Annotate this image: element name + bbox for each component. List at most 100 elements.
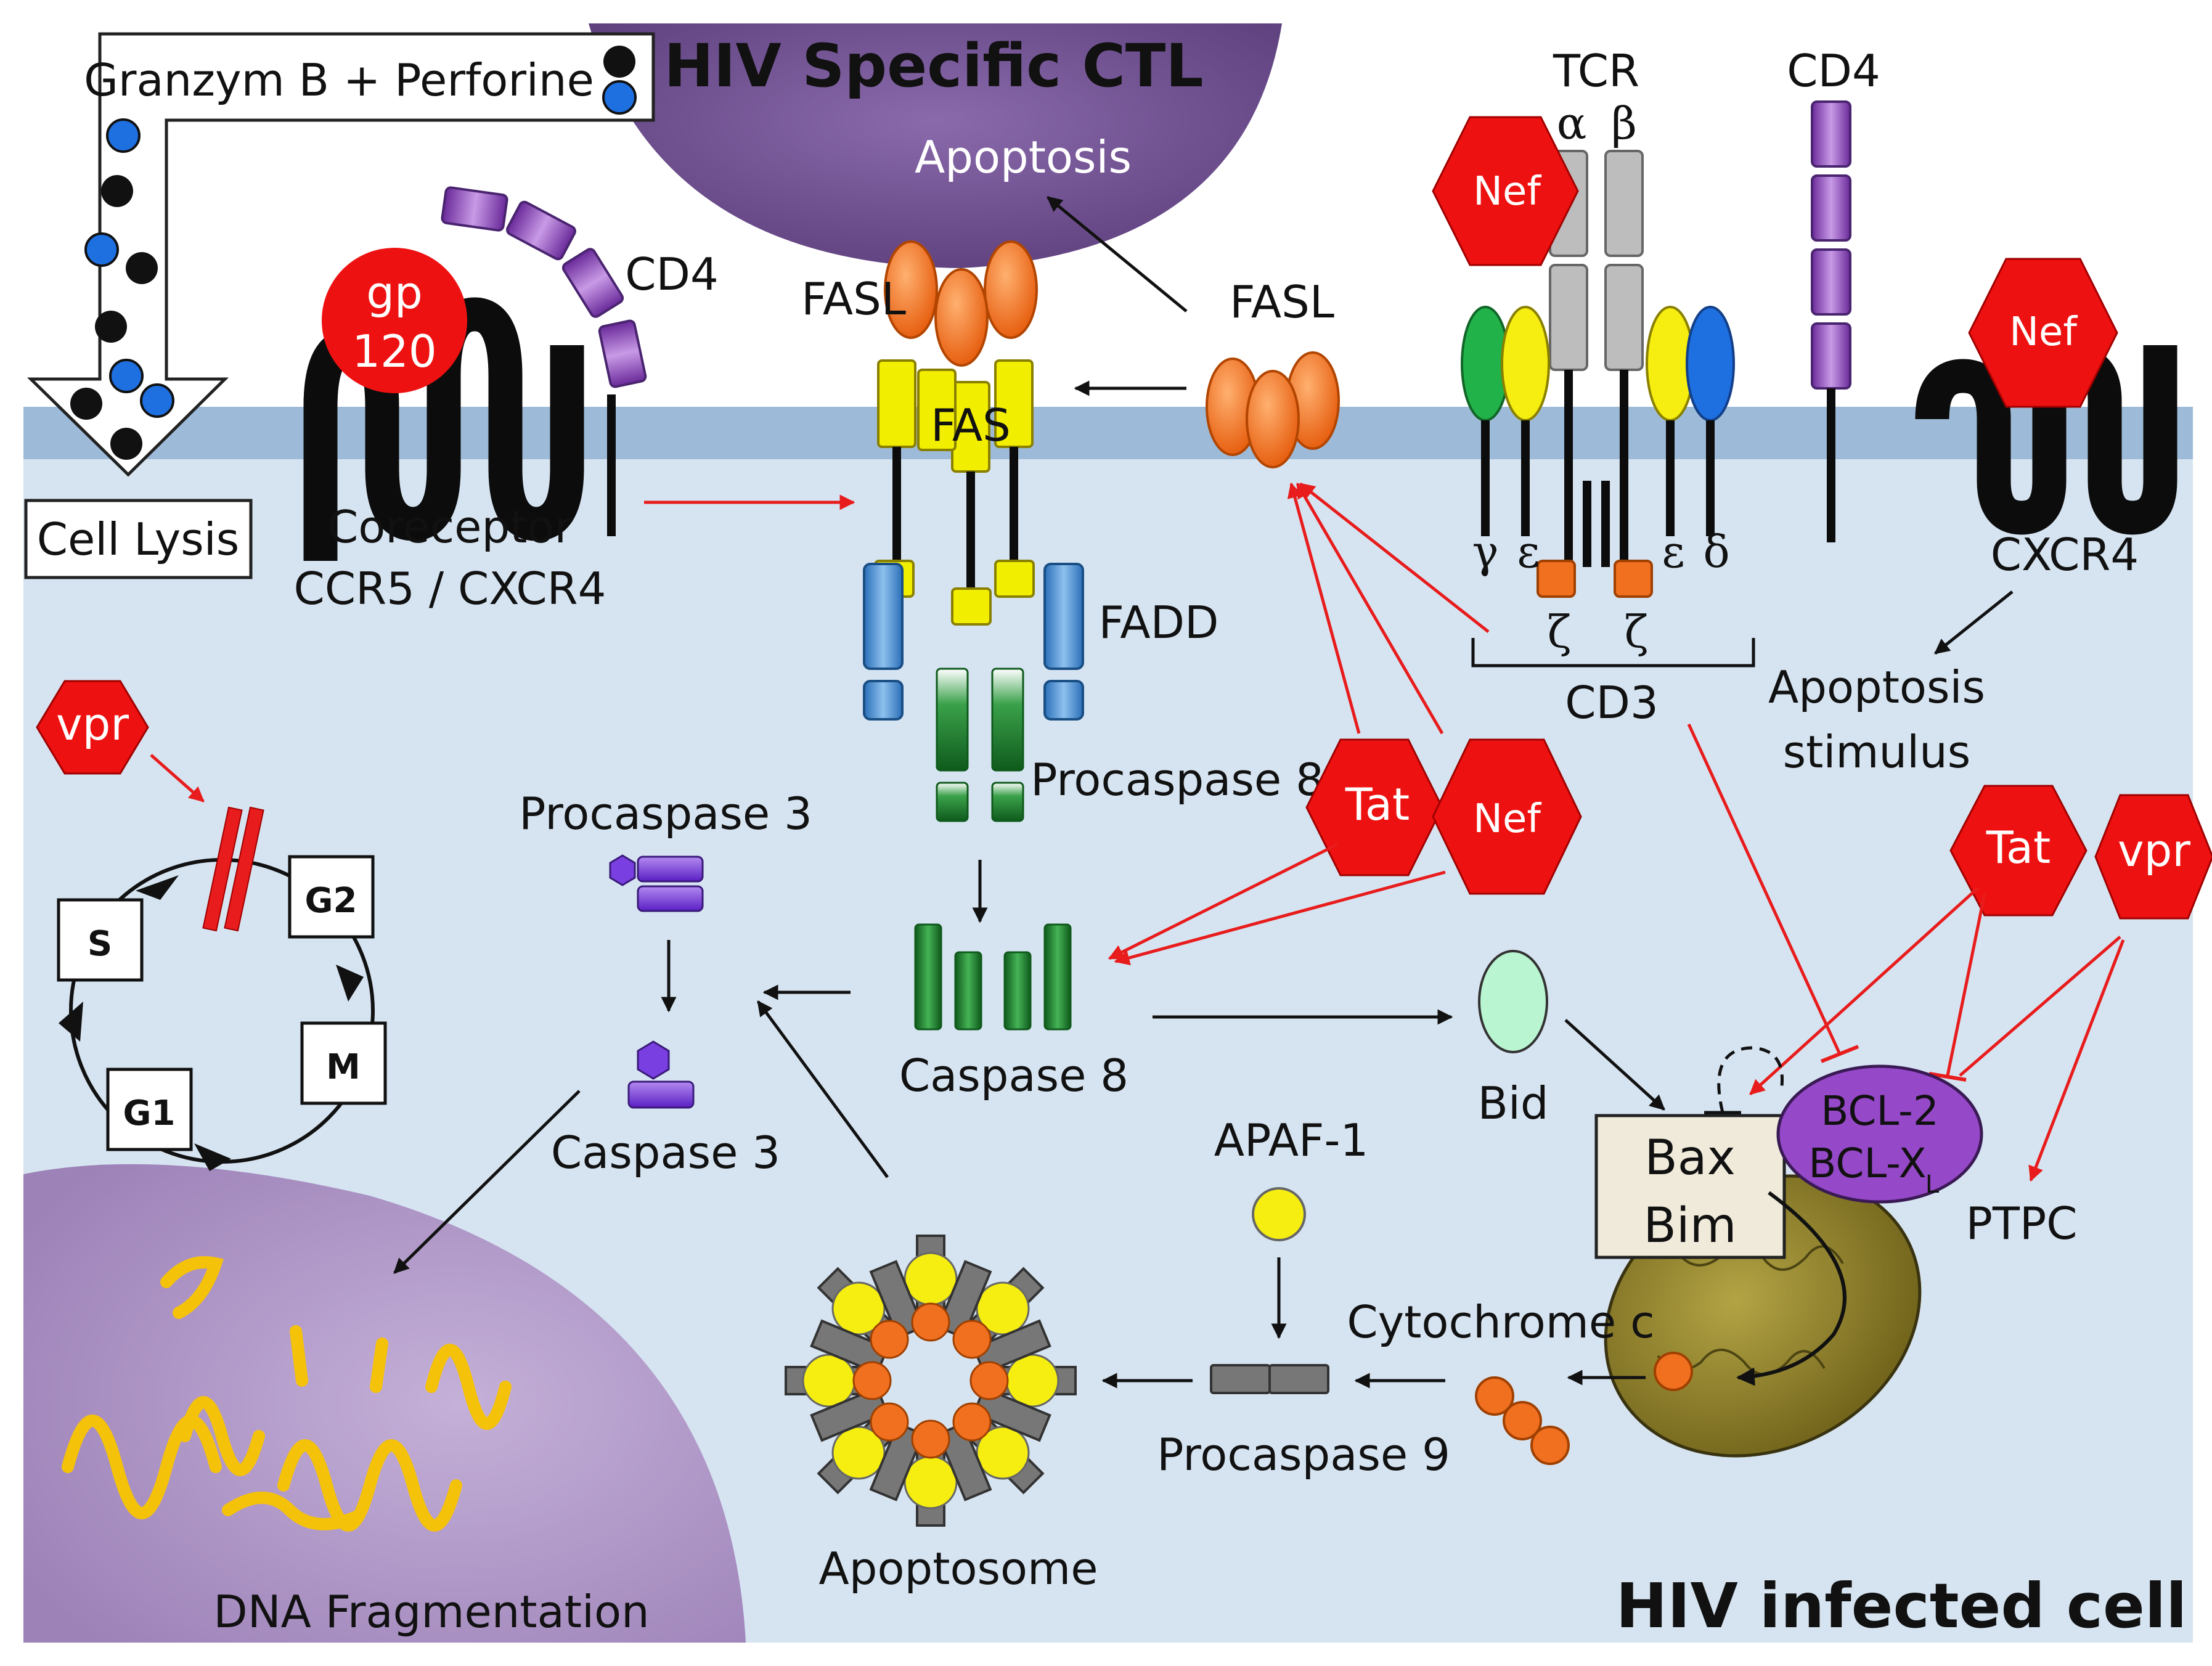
ctl-title: HIV Specific CTL (664, 31, 1203, 100)
arrow-fasl-to-ctl (1047, 196, 1188, 312)
bax-label: Bax (1644, 1130, 1735, 1186)
tat-right (1949, 785, 2088, 917)
phase-m-label: M (326, 1047, 361, 1087)
coreceptor-label-b: CCR5 / CXCR4 (294, 563, 606, 615)
cd3-label: CD3 (1565, 677, 1659, 729)
cell-membrane (23, 407, 2193, 459)
cd4-left-label: CD4 (625, 248, 719, 300)
cell-lysis-box (24, 499, 253, 579)
zeta-a-label: ζ (1547, 606, 1571, 658)
arrow-bid-to-bax (1564, 1019, 1665, 1111)
granzyme-label: Granzym B + Perforine (84, 54, 594, 106)
cd4-left (441, 186, 647, 536)
apaf1-label: APAF-1 (1214, 1114, 1369, 1166)
caspase-8 (914, 923, 1072, 1031)
inhibit-vpr-to-bcl2 (1959, 936, 2121, 1077)
procaspase-3 (609, 854, 704, 912)
caspase3-label: Caspase 3 (551, 1127, 780, 1178)
gamma-label: γ (1472, 526, 1498, 578)
arrow-cd3-to-fasl (1299, 483, 1490, 633)
apoptosome (785, 1235, 1077, 1527)
vpr-right-label: vpr (2118, 825, 2190, 876)
cytochrome-c (1475, 1376, 1570, 1465)
ctl-cell (589, 23, 1282, 268)
phase-s-label: S (88, 924, 112, 964)
ctl-apoptosis-label: Apoptosis (915, 131, 1132, 183)
tat-nef-center (1305, 738, 1582, 895)
arrow-cxcr4-to-stimulus (1934, 590, 2014, 655)
procaspase9-label: Procaspase 9 (1157, 1429, 1450, 1480)
cd4-right (1811, 100, 1851, 542)
tat-center-label: Tat (1345, 778, 1410, 830)
inhibit-tat-to-bcl2 (1946, 893, 1986, 1076)
ptpc-label: PTPC (1965, 1198, 2077, 1249)
bim-label: Bim (1643, 1198, 1736, 1254)
apoptosis-stimulus-label-a: Apoptosis (1768, 661, 1985, 713)
cxcr4-receptor (1915, 345, 2177, 535)
infected-cell-label: HIV infected cell (1616, 1570, 2187, 1642)
nef-center-label: Nef (1473, 796, 1541, 842)
vpr-left-label: vpr (56, 698, 129, 750)
arrow-apoptosome-to-casp3 (756, 1000, 889, 1178)
arrow-bax-to-mito (1736, 1191, 1847, 1386)
vpr-right (2094, 794, 2212, 920)
nef-top-label: Nef (1473, 169, 1541, 214)
cd4-right-label: CD4 (1787, 45, 1880, 97)
gp120-label-b: 120 (352, 325, 436, 377)
epsilon-a-label: ε (1517, 526, 1540, 578)
fas-label: FAS (931, 399, 1011, 451)
apoptosis-stimulus-label-b: stimulus (1783, 726, 1971, 778)
bid-label: Bid (1477, 1077, 1548, 1129)
arrow-casp3-to-dna (393, 1090, 581, 1274)
phase-g2-label: G2 (305, 881, 357, 921)
alpha-label: α (1557, 97, 1587, 149)
cxcr4-label: CXCR4 (1991, 529, 2139, 581)
dna-fragmentation-label: DNA Fragmentation (213, 1586, 649, 1638)
arrow-tat-to-fasl (1287, 482, 1361, 734)
bcl2-label: BCL-2 (1821, 1087, 1939, 1135)
arrow-tat-to-bax (1749, 886, 1980, 1095)
granzyme-arrow (27, 32, 655, 477)
fadd-label: FADD (1099, 597, 1219, 648)
epsilon-b-label: ε (1662, 526, 1684, 578)
procaspase-9 (1210, 1364, 1329, 1394)
tcr-label: TCR (1553, 45, 1639, 97)
phase-g1-label: G1 (123, 1093, 176, 1133)
bcl2-bclxl (1776, 1064, 1983, 1204)
fasl-left-label: FASL (801, 273, 906, 325)
gp120-label-a: gp (366, 267, 422, 319)
apaf1 (1252, 1187, 1306, 1241)
arrow-tat-to-casp8 (1108, 843, 1339, 960)
bclxl-sub-label: L (1925, 1170, 1940, 1199)
apoptosome-label: Apoptosome (819, 1543, 1098, 1595)
fas-receptor (874, 359, 1035, 626)
bclxl-label: BCL-X (1808, 1140, 1927, 1187)
arrow-nef-to-fasl (1296, 482, 1444, 735)
arrow-nef-to-casp8 (1114, 870, 1446, 966)
vpr-left (36, 680, 149, 775)
fasl-free (1206, 351, 1340, 468)
procaspase3-label: Procaspase 3 (519, 788, 812, 839)
granzyme-perforine-dots (70, 46, 637, 460)
fasl-bound (884, 240, 1038, 367)
fasl-right-label: FASL (1230, 276, 1334, 328)
inhibit-cd3-to-bcl2 (1687, 723, 1842, 1055)
delta-label: δ (1703, 526, 1729, 578)
coreceptor-label-a: Coreceptor (327, 501, 573, 553)
nef-right (1968, 258, 2118, 408)
bax-bim-box (1594, 1114, 1786, 1259)
zeta-b-label: ζ (1624, 606, 1648, 658)
fadd (863, 563, 1084, 721)
procaspase-8 (936, 668, 1024, 822)
bid (1478, 950, 1548, 1053)
cell-cycle (57, 806, 387, 1171)
nef-right-label: Nef (2009, 309, 2078, 355)
dna-fragments (62, 1256, 512, 1532)
cell-lysis-label: Cell Lysis (37, 513, 240, 565)
tat-right-label: Tat (1986, 822, 2051, 873)
arrow-vpr-to-g2 (150, 754, 205, 802)
caspase8-label: Caspase 8 (899, 1050, 1128, 1101)
arrow-vpr-to-ptpc (2028, 939, 2125, 1182)
